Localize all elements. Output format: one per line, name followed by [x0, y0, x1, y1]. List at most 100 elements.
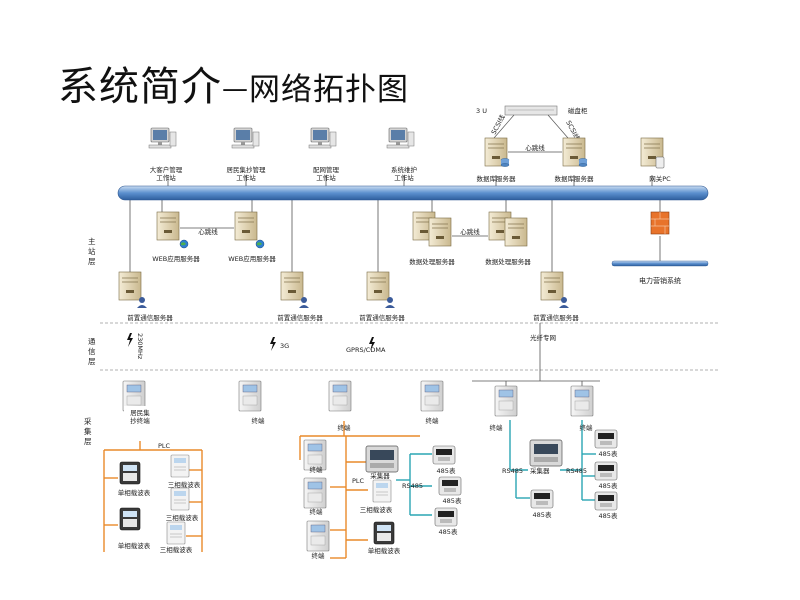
- terminal-label-1: 终端: [252, 416, 266, 425]
- layer-label-master-3: 层: [88, 257, 96, 266]
- wireless-icon-2: [270, 337, 276, 351]
- plc-labels: PLC PLC: [158, 442, 365, 485]
- collect-wires: [103, 380, 600, 559]
- meter-485-label-5: 485表: [599, 449, 618, 458]
- database-icon-2: [578, 157, 588, 168]
- single-phase-meter-icon-3: [373, 521, 395, 545]
- disk-array-size-label: 3 U: [476, 107, 487, 115]
- globe-icon-1: [179, 239, 189, 249]
- meter-485-icon-4: [530, 489, 554, 509]
- terminal-label-3: 终端: [426, 416, 440, 425]
- three-phase-meter-icon-2: [170, 487, 190, 511]
- meter-485-label-7: 485表: [599, 511, 618, 520]
- three-phase-meter-icon-1: [170, 454, 190, 478]
- front-server-label-4: 前置通信服务器: [533, 313, 579, 322]
- front-server-label-2: 前置通信服务器: [277, 313, 323, 322]
- web-server-icon-2: [234, 211, 258, 241]
- data-server-icon-1b: [428, 217, 452, 247]
- rs485-label-1: RS485: [402, 482, 423, 490]
- concentrator-label: 居民集抄终端: [130, 408, 150, 425]
- terminal-label-8: 终端: [312, 551, 326, 560]
- title-sub: 网络拓扑图: [249, 72, 409, 108]
- data-server-icon-2b: [504, 217, 528, 247]
- terminal-icon-8: [306, 520, 330, 552]
- web-server-label-1: WEB应用服务器: [152, 254, 200, 263]
- scsi-cable-2: [547, 114, 569, 139]
- terminal-label-7: 终端: [310, 507, 324, 516]
- terminal-label-4: 终端: [490, 423, 504, 432]
- title-main: 系统简介: [58, 64, 222, 110]
- collector-label-2: 采集器: [530, 466, 550, 475]
- comm-link-label-1: 230MHz: [136, 333, 144, 360]
- layer-labels: 主 站 层 通 信 层 采 集 层: [84, 236, 96, 446]
- terminal-icon-3: [420, 380, 444, 412]
- comm-link-label-2: 3G: [280, 342, 289, 350]
- layer-label-collect-1: 采: [84, 416, 92, 426]
- title-dash: —: [222, 74, 249, 104]
- concentrator-label-bg: [124, 406, 156, 440]
- workstation-icon-4: [386, 127, 415, 149]
- layer-label-collect-2: 集: [84, 426, 92, 436]
- front-server-icon-4: [540, 271, 564, 301]
- collector-icon-1: [365, 445, 399, 473]
- data-heartbeat-label: 心跳线: [460, 227, 480, 236]
- front-server-icon-1: [118, 271, 142, 301]
- comm-link-label-4: 光纤专网: [530, 333, 556, 342]
- bus-drops: [129, 175, 661, 272]
- lan-bus: [117, 185, 709, 201]
- terminal-label-6: 终端: [310, 465, 324, 474]
- terminal-group: 居民集抄终端 终端 终端 终端 终端 终端 终端 终端 终端: [122, 380, 594, 560]
- layer-label-comm-2: 信: [88, 346, 96, 356]
- layer-label-comm-3: 层: [88, 357, 96, 366]
- terminal-icon-1: [238, 380, 262, 412]
- meter-485-icon-3: [434, 507, 458, 527]
- terminal-icon-7: [303, 477, 327, 509]
- front-server-group: 前置通信服务器 前置通信服务器 前置通信服务器 前置通信服务器: [118, 271, 579, 322]
- single-phase-meter-icon-1: [119, 461, 141, 485]
- database-icon-1: [500, 157, 510, 168]
- wireless-icon-1: [127, 333, 133, 347]
- layer-label-collect-3: 层: [84, 437, 92, 446]
- meter-485-icon-5: [594, 429, 618, 449]
- db-server-group: 心跳线 数据库服务器 数据库服务器: [477, 137, 595, 183]
- marketing-label: 电力营销系统: [639, 276, 681, 285]
- three-phase-label-2: 三相载波表: [166, 513, 199, 522]
- meter-485-icon-2: [438, 476, 462, 496]
- workstation-icon-3: [308, 127, 337, 149]
- disk-array-icon: [504, 105, 558, 116]
- meter-485-icon-1: [432, 445, 456, 465]
- three-phase-label-3: 三相载波表: [160, 545, 193, 554]
- plc-label-2: PLC: [352, 477, 365, 485]
- data-server-label-1: 数据处理服务器: [409, 257, 455, 266]
- web-server-icon-1: [156, 211, 180, 241]
- meter-485-label-6: 485表: [599, 481, 618, 490]
- meter-485-label-1: 485表: [437, 466, 456, 475]
- scsi-cable-1: [493, 114, 515, 139]
- page-title: 系统简介—网络拓扑图: [58, 54, 409, 112]
- plc-label-1: PLC: [158, 442, 171, 450]
- collector-icon-2: [529, 439, 563, 467]
- meter-485-icon-7: [594, 491, 618, 511]
- single-phase-label-2: 单相载波表: [118, 541, 151, 550]
- front-server-label-3: 前置通信服务器: [359, 313, 405, 322]
- workstation-group: 大客户管理工作站 居民集抄管理工作站 配网管理工作站 系统维护工作站: [148, 127, 417, 182]
- three-phase-meter-icon-3: [166, 521, 186, 545]
- lock-icon: [655, 156, 665, 169]
- layer-label-comm-1: 通: [88, 336, 96, 346]
- front-server-label-1: 前置通信服务器: [127, 313, 173, 322]
- meter-485-label-4: 485表: [533, 510, 552, 519]
- marketing-group: 电力营销系统: [611, 211, 709, 285]
- workstation-label-2: 居民集抄管理工作站: [227, 165, 267, 182]
- layer-label-master-2: 站: [88, 246, 96, 256]
- meter-485-icon-6: [594, 461, 618, 481]
- data-server-group: 心跳线 数据处理服务器 数据处理服务器: [409, 211, 531, 266]
- comm-link-label-3: GPRS/CDMA: [346, 346, 386, 354]
- db-server-label-2: 数据库服务器: [555, 174, 595, 183]
- gateway-group: 网关PC: [640, 137, 671, 183]
- disk-array-label: 磁盘柜: [568, 106, 588, 115]
- comm-link-group: 230MHz 3G GPRS/CDMA 光纤专网: [127, 323, 556, 381]
- meter-485-label-2: 485表: [443, 496, 462, 505]
- db-server-label-1: 数据库服务器: [477, 174, 517, 183]
- meter-485-label-3: 485表: [439, 527, 458, 536]
